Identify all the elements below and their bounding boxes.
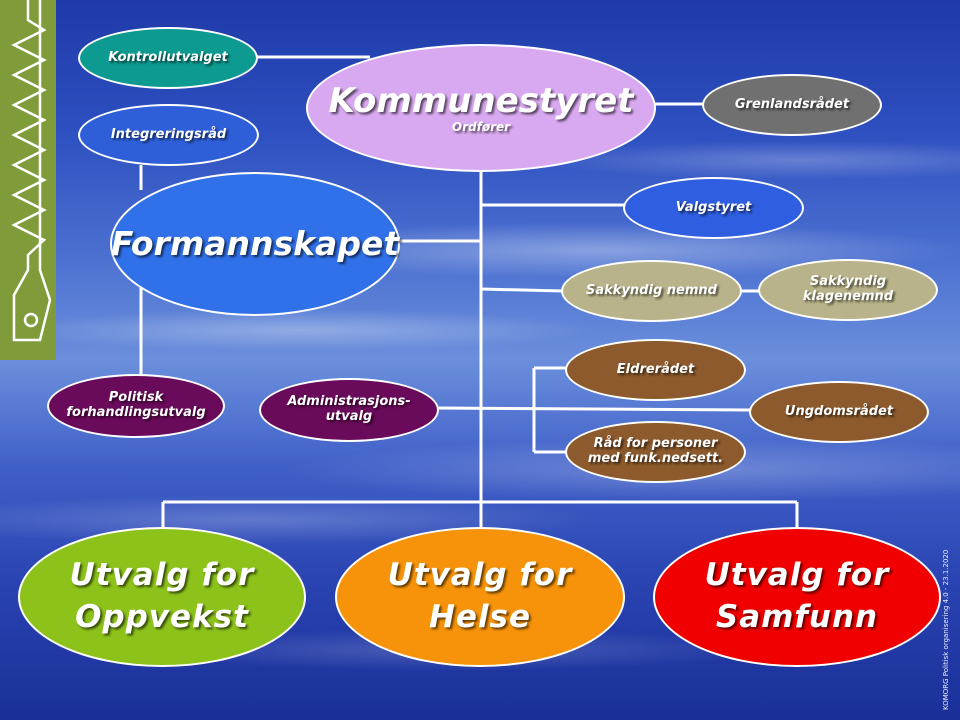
node-integreringsrad: Integreringsråd — [78, 104, 259, 166]
node-utvalg-samfunn: Utvalg for Samfunn — [653, 527, 941, 667]
helse-line1: Utvalg for — [387, 557, 573, 594]
node-ungdomsradet: Ungdomsrådet — [749, 381, 929, 443]
node-kontrollutvalget: Kontrollutvalget — [78, 27, 258, 89]
node-politisk-forhandlingsutvalg: Politisk forhandlingsutvalg — [47, 374, 225, 438]
node-sakkyndig-nemnd: Sakkyndig nemnd — [561, 260, 742, 322]
integreringsrad-label: Integreringsråd — [110, 126, 227, 142]
kontrollutvalget-label: Kontrollutvalget — [108, 49, 228, 65]
node-eldreradet: Eldrerådet — [565, 339, 746, 401]
sakkyndig-klagenemnd-line1: Sakkyndig — [809, 274, 887, 290]
sakkyndig-nemnd-label: Sakkyndig nemnd — [586, 282, 717, 298]
ungdomsradet-label: Ungdomsrådet — [784, 403, 894, 419]
rad-funk-line2: med funk.nedsett. — [587, 451, 724, 466]
samfunn-line1: Utvalg for — [704, 557, 890, 594]
administrasjon-line2: utvalg — [325, 409, 373, 424]
node-valgstyret: Valgstyret — [623, 177, 804, 239]
politisk-line2: forhandlingsutvalg — [66, 405, 206, 420]
politisk-line1: Politisk — [108, 390, 164, 406]
node-rad-funk: Råd for personer med funk.nedsett. — [565, 421, 746, 483]
key-logo-strip — [0, 0, 56, 360]
node-grenlandsradet: Grenlandsrådet — [702, 74, 882, 136]
formannskapet-label: Formannskapet — [110, 224, 400, 264]
oppvekst-line2: Oppvekst — [75, 599, 249, 635]
samfunn-line2: Samfunn — [715, 599, 879, 635]
kommunestyret-subtitle: Ordfører — [451, 119, 511, 134]
node-kommunestyret: Kommunestyret Ordfører — [306, 44, 656, 172]
eldreradet-label: Eldrerådet — [616, 361, 695, 377]
administrasjon-line1: Administrasjons- — [287, 394, 411, 410]
node-formannskapet: Formannskapet — [110, 172, 400, 316]
side-footnote: KOMORG Politisk organisering 4.0 - 23.1.… — [942, 549, 950, 710]
node-utvalg-oppvekst: Utvalg for Oppvekst — [18, 527, 306, 667]
rad-funk-line1: Råd for personer — [593, 436, 718, 452]
helse-line2: Helse — [428, 599, 532, 635]
sakkyndig-klagenemnd-line2: klagenemnd — [802, 289, 894, 304]
oppvekst-line1: Utvalg for — [69, 557, 255, 594]
node-sakkyndig-klagenemnd: Sakkyndig klagenemnd — [758, 259, 938, 321]
grenlandsradet-label: Grenlandsrådet — [734, 96, 850, 112]
key-icon — [11, 0, 52, 342]
valgstyret-label: Valgstyret — [675, 199, 752, 215]
node-utvalg-helse: Utvalg for Helse — [335, 527, 625, 667]
kommunestyret-title: Kommunestyret — [328, 80, 634, 121]
node-administrasjonsutvalg: Administrasjons- utvalg — [259, 378, 439, 442]
